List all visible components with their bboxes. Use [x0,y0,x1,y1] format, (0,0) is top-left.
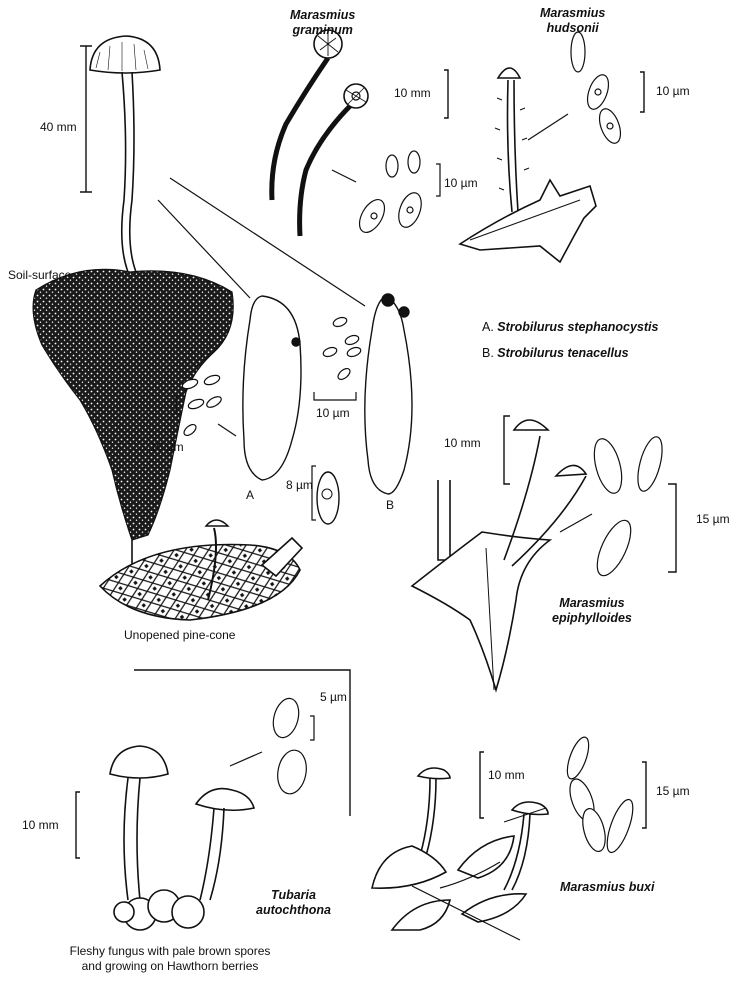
strobilurus-specimen [80,35,161,273]
soil-surface-label: Soil-surface [8,268,72,282]
scale-buxi-mm: 10 mm [488,768,525,782]
hudsonii-figure [458,67,645,264]
buxi-spores [566,736,634,854]
main-stem [120,71,137,273]
scale-strob-spore: 10 µm [316,406,350,420]
hudsonii-spores [570,31,622,144]
scale-tubaria-um: 5 µm [320,690,347,704]
graminum-spores [358,150,422,233]
scale-strob-left: 10 µm [150,440,184,454]
strob-spores-left [181,374,222,437]
scale-graminum-mm: 10 mm [394,86,431,100]
scale-buxi-um: 15 µm [656,784,690,798]
tubaria-spores [272,697,307,795]
scale-tubaria-mm: 10 mm [22,818,59,832]
legend-a: A. Strobilurus stephanocystis [482,320,659,334]
scale-strob-cyst: 8 µm [286,478,313,492]
strob-spores [322,316,362,381]
strob-basidiospore [316,471,340,525]
epiphylloides-spores [593,436,663,577]
legend-b: B. Strobilurus tenacellus [482,346,629,360]
cystidium-a [242,295,302,481]
tubaria-figure [75,715,315,931]
scale-epi-um: 15 µm [696,512,730,526]
scale-graminum-um: 10 µm [444,176,478,190]
cystidium-b-label: B [386,498,395,512]
buxi-figure [371,751,647,941]
scale-main: 40 mm [40,120,77,134]
pine-cone-label: Unopened pine-cone [124,628,236,642]
buxi-label: Marasmius buxi [560,880,655,894]
cystidium-b [364,293,413,495]
scale-hudsonii-um: 10 µm [656,84,690,98]
scale-epi-mm: 10 mm [444,436,481,450]
epiphylloides-figure [410,415,677,693]
main-cap [89,35,161,74]
soil-mass [32,268,234,541]
pine-cone [98,519,304,621]
cystidium-a-label: A [246,488,255,502]
graminum-figure [269,29,449,237]
